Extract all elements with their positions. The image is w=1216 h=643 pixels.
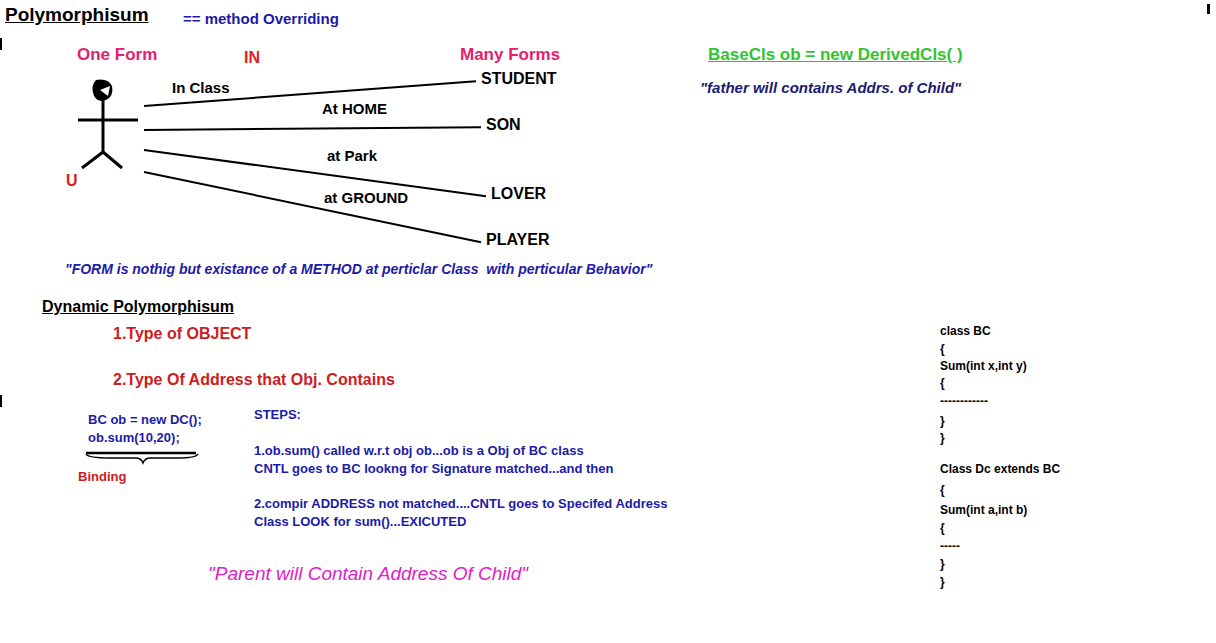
brace [86,454,198,463]
code-line: ----- [940,540,960,554]
edge-label: In Class [170,79,232,96]
steps-heading: STEPS: [254,408,301,423]
edge-mark [0,38,2,50]
form-label: SON [486,116,521,134]
code-line: { [940,522,945,536]
edge-label: at GROUND [322,189,410,206]
diagram-title: Polymorphisum [5,4,149,26]
section-heading: Dynamic Polymorphisum [42,298,234,316]
code-line: class BC [940,325,991,339]
code-line: } [940,432,945,446]
code-line: Sum(int x,int y) [940,360,1027,374]
connector-line [144,150,486,196]
binding-label: Binding [78,470,126,485]
step-line: Class LOOK for sum()...EXICUTED [254,515,466,530]
quote-note: "Parent will Contain Address Of Child" [208,563,528,585]
form-node: PLAYER [484,231,551,249]
edge-label: At HOME [320,100,389,117]
code-line: Class Dc extends BC [940,463,1060,477]
form-node: SON [484,116,523,134]
quote-note: "father will contains Addrs. of Child" [700,79,961,96]
edge-mark [1207,4,1210,14]
code-line: { [940,343,945,357]
subtitle: == method Overriding [183,10,339,27]
definition-note: "FORM is nothig but existance of a METHO… [65,261,652,277]
underline [86,452,196,455]
heading-label: IN [244,49,260,67]
point-label: 2.Type Of Address that Obj. Contains [113,371,395,389]
code-line: ob.sum(10,20); [88,431,180,446]
step-line: CNTL goes to BC lookng for Signature mat… [254,462,613,477]
connector-line [144,172,481,242]
code-line: ------------ [940,395,988,409]
edge-label: at Park [325,147,379,164]
point-label: 1.Type of OBJECT [113,325,251,343]
code-line: Sum(int a,int b) [940,504,1027,518]
code-line: { [940,484,945,498]
code-line: } [940,576,945,590]
person-label: U [66,172,78,190]
code-label: BaseCls ob = new DerivedCls( ) [708,45,963,65]
heading-label: One Form [77,45,157,65]
step-line: 1.ob.sum() called w.r.t obj ob...ob is a… [254,444,584,459]
heading-label: Many Forms [460,45,560,65]
form-label: PLAYER [486,231,549,249]
form-label: STUDENT [481,70,557,88]
form-node: LOVER [489,185,548,203]
step-line: 2.compir ADDRESS not matched....CNTL goe… [254,497,667,512]
form-node: STUDENT [479,70,559,88]
form-label: LOVER [491,185,546,203]
code-line: } [940,558,945,572]
person-figure: U [62,76,144,194]
code-line: BC ob = new DC(); [88,413,202,428]
connector-line [144,127,481,130]
code-line: { [940,377,945,391]
code-line: } [940,415,945,429]
edge-mark [0,395,2,407]
